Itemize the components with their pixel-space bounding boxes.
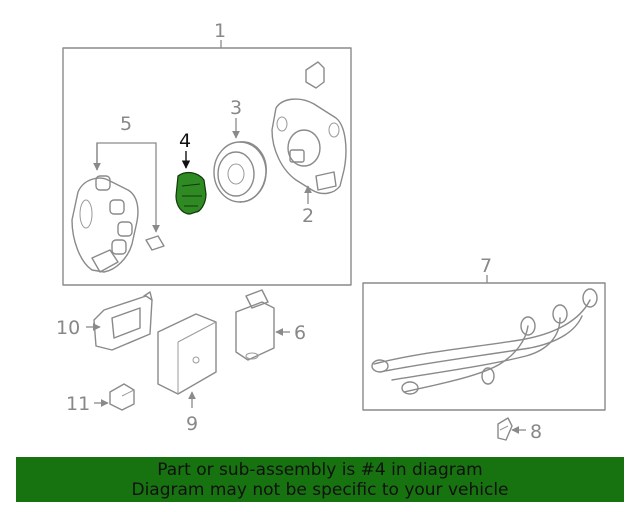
callout-2[interactable]: 2 [302,205,314,227]
callout-10[interactable]: 10 [56,317,80,339]
part-5-distributor-cap[interactable] [71,175,139,273]
part-2-distributor-housing[interactable] [271,98,347,195]
banner-line-1: Part or sub-assembly is #4 in diagram [157,459,483,480]
part-10-bracket[interactable] [93,291,153,351]
info-banner: Part or sub-assembly is #4 in diagram Di… [16,457,624,502]
part-4-highlighted[interactable] [175,171,207,215]
callout-3[interactable]: 3 [230,97,242,119]
callout-11[interactable]: 11 [66,393,90,415]
assembly-box-7 [362,282,606,411]
callout-7[interactable]: 7 [480,255,492,277]
callout-9[interactable]: 9 [186,413,198,435]
assembly-box-1 [62,47,352,286]
part-7-ignition-wires[interactable] [371,288,598,395]
callout-8[interactable]: 8 [530,421,542,443]
callout-5[interactable]: 5 [120,113,132,135]
callout-4[interactable]: 4 [179,130,191,152]
banner-line-2: Diagram may not be specific to your vehi… [131,479,509,500]
part-6-ignition-coil[interactable] [235,289,275,361]
clip-part[interactable] [305,61,325,89]
part-3-signal-rotor[interactable] [213,141,267,203]
callout-6[interactable]: 6 [294,322,306,344]
part-5-rotor[interactable] [145,235,165,251]
part-9-control-module[interactable] [157,313,217,395]
part-8-spark-plug[interactable] [497,417,513,441]
callout-1[interactable]: 1 [214,20,226,42]
part-11-connector[interactable] [109,383,135,411]
